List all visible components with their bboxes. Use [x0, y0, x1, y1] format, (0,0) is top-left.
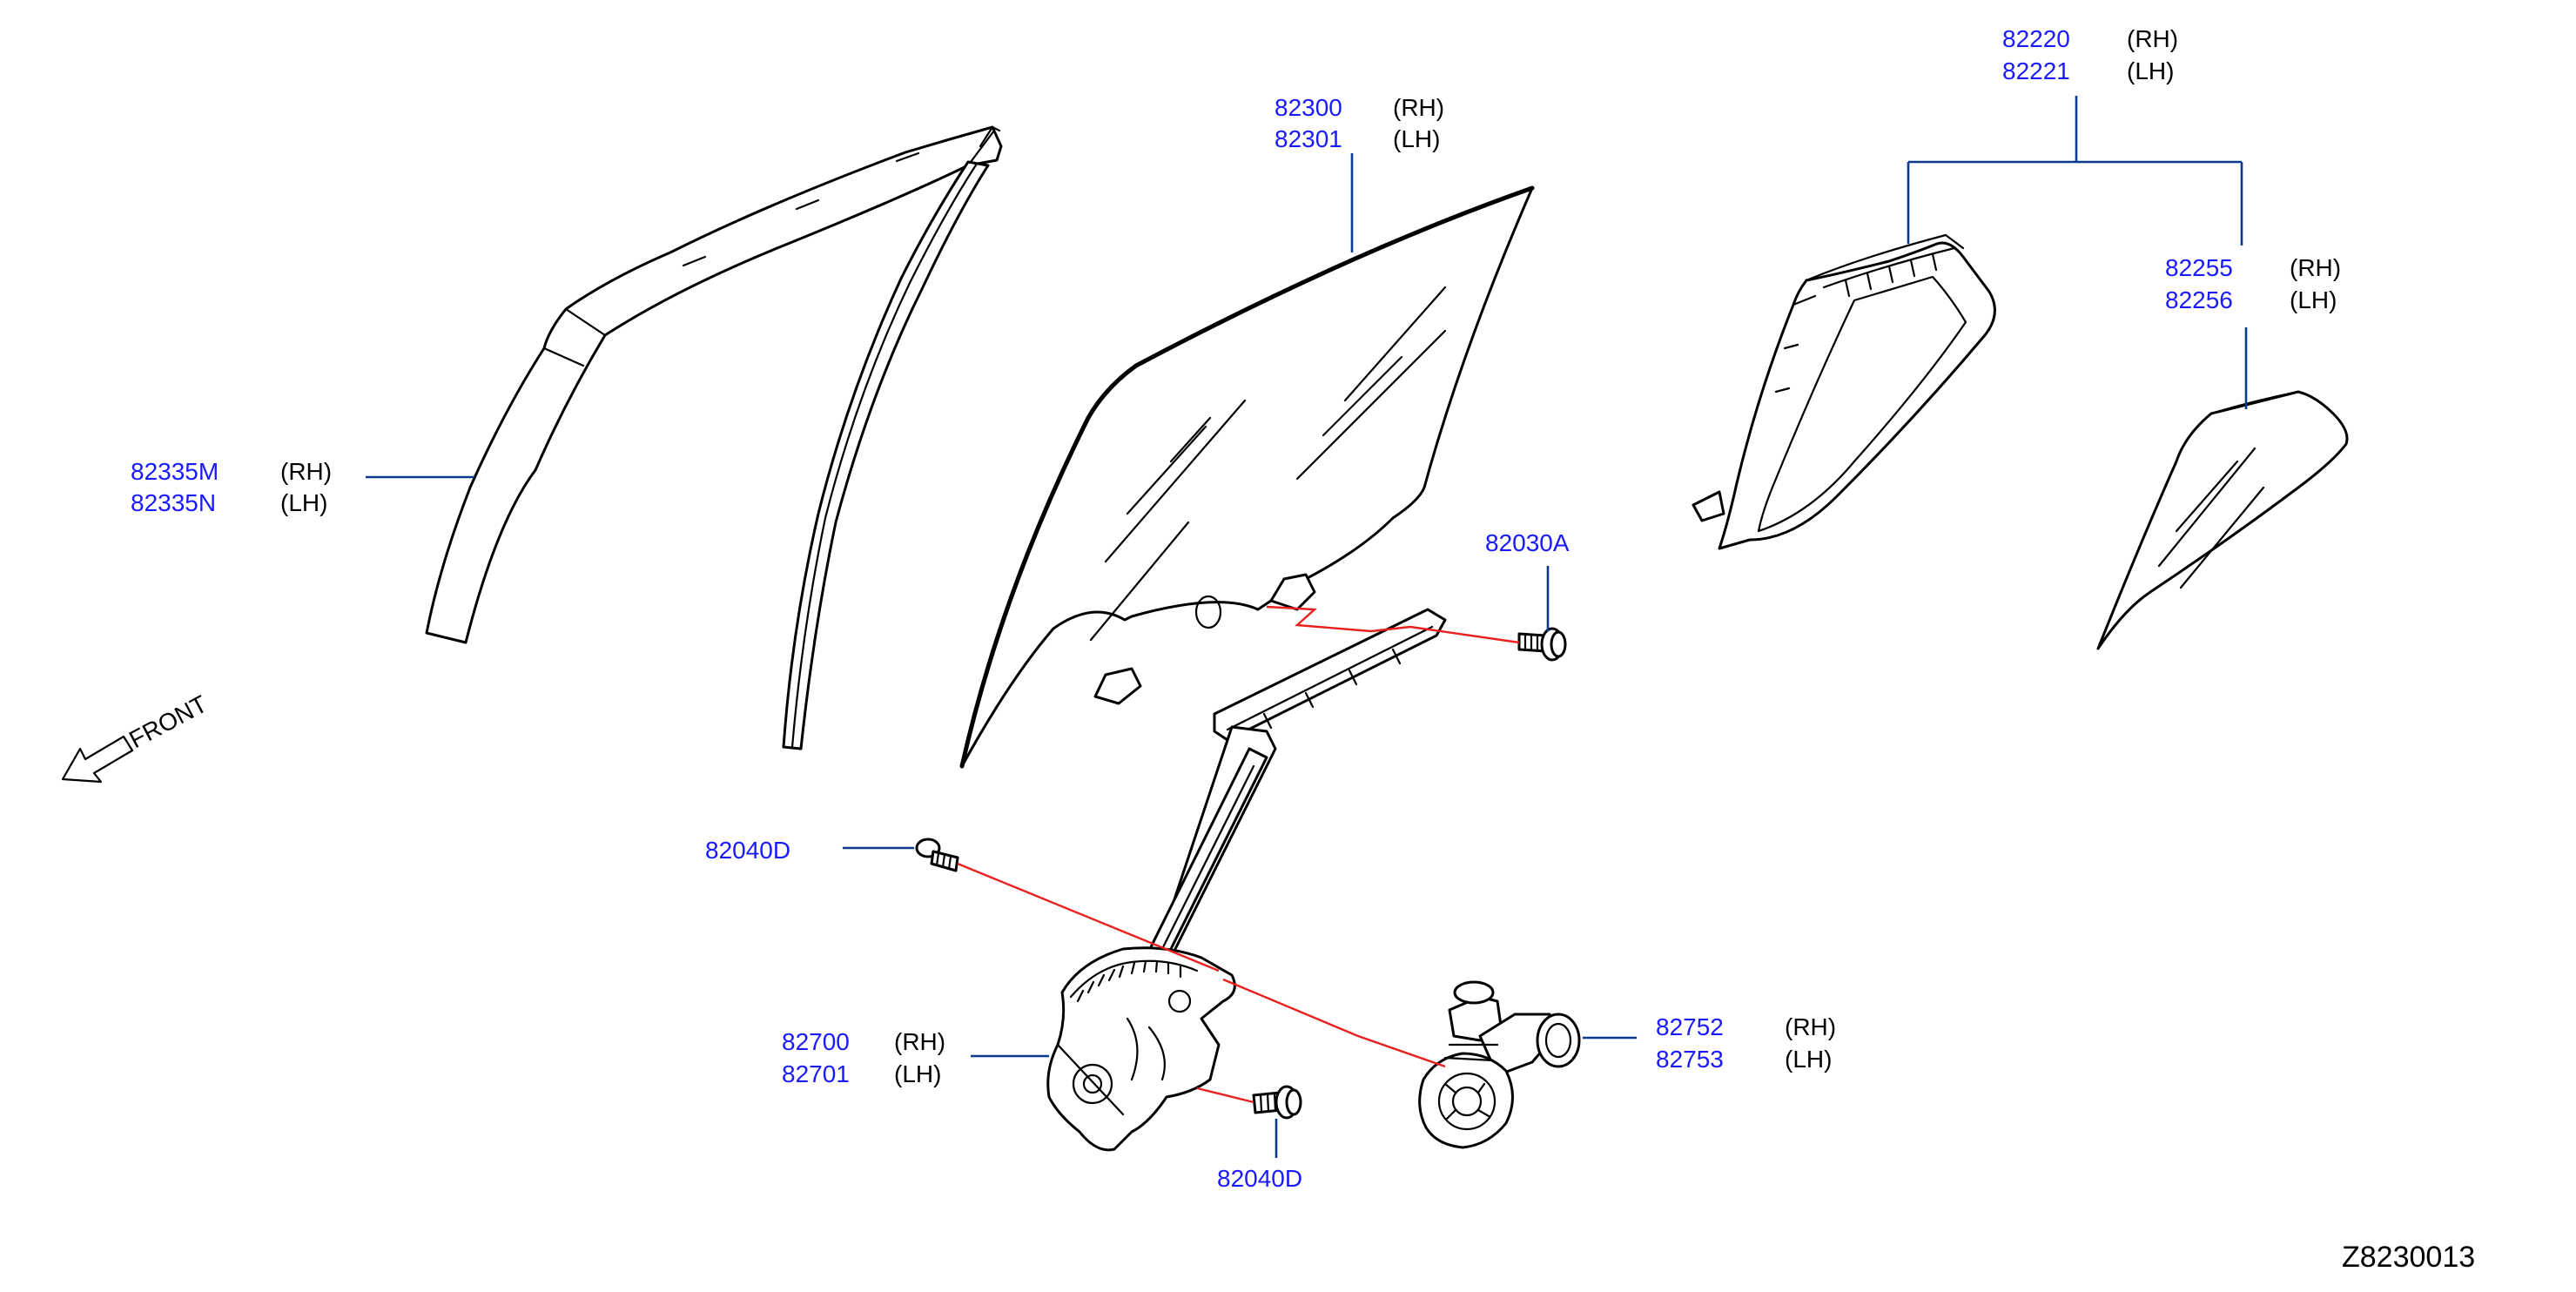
bolt-82040d-lower-part[interactable] [1252, 1085, 1302, 1120]
part-number[interactable]: 82040D [705, 837, 790, 864]
part-number[interactable]: 82700 [782, 1028, 850, 1055]
side-label: (RH) [2290, 254, 2341, 281]
part-number[interactable]: 82335M [131, 458, 219, 485]
part-number[interactable]: 82752 [1656, 1013, 1724, 1040]
side-label: (LH) [280, 489, 327, 516]
bolt-82040d-upper-part[interactable] [915, 838, 959, 872]
front-arrow-icon [61, 735, 134, 784]
callout-partition: 82220 (RH) 82221 (LH) [2002, 25, 2178, 84]
leader-lines [366, 96, 2248, 1158]
side-label: (RH) [280, 458, 332, 485]
callout-sash: 82335M (RH) 82335N (LH) [131, 458, 332, 516]
side-label: (RH) [2127, 25, 2178, 52]
callout-motor: 82752 (RH) 82753 (LH) [1656, 1013, 1836, 1073]
door-sash-part[interactable] [425, 125, 1003, 644]
callout-corner-glass: 82255 (RH) 82256 (LH) [2165, 254, 2341, 313]
part-number[interactable]: 82335N [131, 489, 216, 516]
part-number[interactable]: 82255 [2165, 254, 2233, 281]
front-label: FRONT [124, 690, 212, 754]
part-number[interactable]: 82220 [2002, 25, 2070, 52]
run-channel-part[interactable] [782, 125, 1001, 750]
part-number[interactable]: 82221 [2002, 57, 2070, 84]
side-label: (RH) [894, 1028, 945, 1055]
side-label: (LH) [1785, 1046, 1832, 1073]
side-label: (LH) [1393, 125, 1440, 152]
callout-bolt-left: 82040D [705, 837, 790, 864]
part-number[interactable]: 82301 [1275, 125, 1342, 152]
side-label: (LH) [894, 1060, 941, 1087]
assembly-lines [957, 605, 1520, 1104]
callout-bolt-glass: 82030A [1485, 529, 1570, 556]
side-label: (LH) [2127, 57, 2174, 84]
partition-seal-part[interactable] [1692, 233, 1996, 550]
callout-bolt-lower: 82040D [1217, 1165, 1302, 1192]
door-glass-part[interactable] [959, 185, 1535, 769]
side-label: (RH) [1393, 94, 1444, 121]
part-number[interactable]: 82040D [1217, 1165, 1302, 1192]
window-regulator-part[interactable] [1046, 608, 1447, 1152]
callout-regulator: 82700 (RH) 82701 (LH) [782, 1028, 945, 1087]
bolt-82030a-part[interactable] [1517, 627, 1567, 662]
callout-glass: 82300 (RH) 82301 (LH) [1275, 94, 1444, 152]
part-number[interactable]: 82300 [1275, 94, 1342, 121]
corner-glass-part[interactable] [2096, 390, 2349, 650]
side-label: (RH) [1785, 1013, 1836, 1040]
part-number[interactable]: 82701 [782, 1060, 850, 1087]
part-number[interactable]: 82753 [1656, 1046, 1724, 1073]
drawing-code: Z8230013 [2342, 1241, 2475, 1274]
part-number[interactable]: 82030A [1485, 529, 1570, 556]
regulator-motor-part[interactable] [1418, 980, 1581, 1149]
part-number[interactable]: 82256 [2165, 286, 2233, 313]
side-label: (LH) [2290, 286, 2337, 313]
